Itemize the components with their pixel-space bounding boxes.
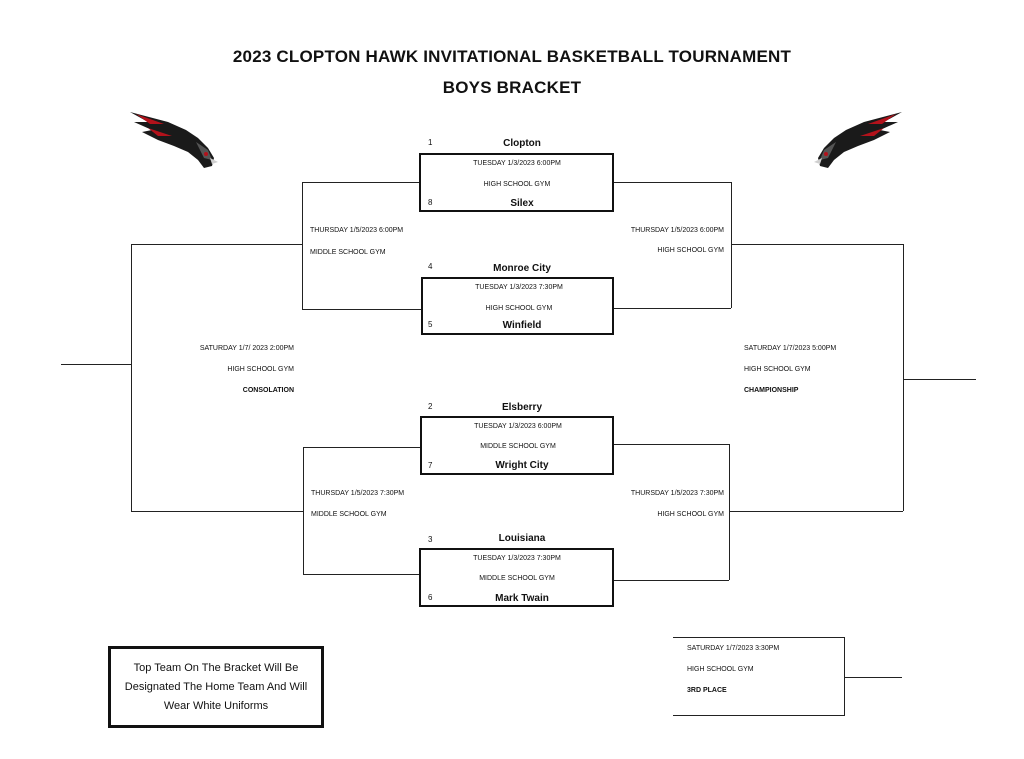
- page-subtitle: BOYS BRACKET: [442, 78, 582, 97]
- bracket-line: [303, 447, 304, 574]
- game-location: MIDDLE SCHOOL GYM: [311, 511, 387, 518]
- bracket-line: [303, 574, 419, 575]
- page-title: 2023 CLOPTON HAWK INVITATIONAL BASKETBAL…: [232, 47, 792, 66]
- game-box: [419, 548, 614, 607]
- bracket-line: [903, 379, 976, 380]
- seed-number: 8: [428, 198, 433, 207]
- home-team-note: Top Team On The Bracket Will Be Designat…: [108, 646, 324, 728]
- bracket-line: [302, 182, 303, 309]
- hawk-mascot-icon: [130, 112, 218, 168]
- bracket-line: [731, 182, 732, 308]
- game-location: MIDDLE SCHOOL GYM: [480, 443, 556, 450]
- game-label: 3RD PLACE: [687, 687, 727, 694]
- bracket-line: [731, 244, 903, 245]
- game-time: TUESDAY 1/3/2023 7:30PM: [473, 555, 561, 562]
- bracket-line: [614, 444, 729, 445]
- seed-number: 1: [428, 138, 433, 147]
- game-location: MIDDLE SCHOOL GYM: [479, 575, 555, 582]
- bracket-line: [614, 308, 731, 309]
- seed-number: 6: [428, 593, 433, 602]
- hawk-mascot-icon: [814, 112, 902, 168]
- game-location: MIDDLE SCHOOL GYM: [310, 249, 386, 256]
- game-location: HIGH SCHOOL GYM: [657, 511, 724, 518]
- game-location: HIGH SCHOOL GYM: [744, 366, 811, 373]
- seed-number: 7: [428, 461, 433, 470]
- third-place-box: [673, 637, 845, 716]
- bracket-line: [61, 364, 131, 365]
- game-time: TUESDAY 1/3/2023 6:00PM: [474, 423, 562, 430]
- game-time: SATURDAY 1/7/ 2023 2:00PM: [199, 345, 294, 352]
- note-line: Top Team On The Bracket Will Be: [133, 661, 299, 674]
- bracket-line: [303, 447, 420, 448]
- game-time: TUESDAY 1/3/2023 6:00PM: [473, 160, 561, 167]
- bracket-line: [729, 444, 730, 580]
- team-name: Wright City: [495, 460, 549, 471]
- game-time: SATURDAY 1/7/2023 3:30PM: [687, 645, 780, 652]
- team-name: Monroe City: [493, 263, 551, 274]
- seed-number: 2: [428, 402, 433, 411]
- bracket-line: [302, 182, 419, 183]
- bracket-line: [614, 182, 731, 183]
- game-box: [421, 277, 614, 335]
- team-name: Mark Twain: [495, 593, 549, 604]
- game-location: HIGH SCHOOL GYM: [485, 305, 553, 312]
- game-location: HIGH SCHOOL GYM: [227, 366, 294, 373]
- game-time: THURSDAY 1/5/2023 7:30PM: [311, 490, 405, 497]
- game-time: THURSDAY 1/5/2023 6:00PM: [630, 227, 724, 234]
- seed-number: 3: [428, 535, 433, 544]
- game-location: HIGH SCHOOL GYM: [687, 666, 754, 673]
- game-time: SATURDAY 1/7/2023 5:00PM: [744, 345, 837, 352]
- bracket-line: [302, 309, 421, 310]
- game-location: HIGH SCHOOL GYM: [483, 181, 551, 188]
- game-label: CHAMPIONSHIP: [744, 387, 799, 394]
- bracket-line: [131, 244, 302, 245]
- game-location: HIGH SCHOOL GYM: [657, 247, 724, 254]
- bracket-line: [131, 511, 303, 512]
- note-line: Wear White Uniforms: [163, 699, 269, 712]
- note-line: Designated The Home Team And Will: [124, 680, 308, 693]
- team-name: Winfield: [502, 320, 542, 331]
- bracket-line: [729, 511, 903, 512]
- game-box: [420, 416, 614, 475]
- bracket-line: [903, 244, 904, 511]
- game-box: [419, 153, 614, 212]
- team-name: Silex: [510, 198, 534, 209]
- bracket-line: [614, 580, 729, 581]
- seed-number: 5: [428, 320, 433, 329]
- seed-number: 4: [428, 262, 433, 271]
- bracket-line: [845, 677, 902, 678]
- game-time: THURSDAY 1/5/2023 6:00PM: [310, 227, 404, 234]
- team-name: Elsberry: [501, 402, 543, 413]
- game-label: CONSOLATION: [242, 387, 294, 394]
- team-name: Clopton: [503, 138, 541, 149]
- bracket-line: [131, 244, 132, 511]
- game-time: TUESDAY 1/3/2023 7:30PM: [475, 284, 563, 291]
- team-name: Louisiana: [498, 533, 546, 544]
- game-time: THURSDAY 1/5/2023 7:30PM: [630, 490, 724, 497]
